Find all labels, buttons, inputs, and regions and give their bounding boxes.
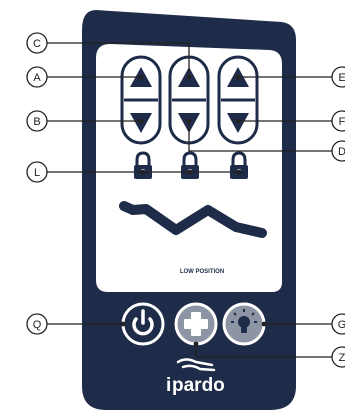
svg-text:Q: Q <box>33 319 42 331</box>
svg-text:A: A <box>33 72 41 84</box>
callout-e: E <box>331 66 345 88</box>
callout-b: B <box>26 110 48 132</box>
callout-q: Q <box>26 313 48 335</box>
callout-l: L <box>26 161 48 183</box>
callout-leaders <box>47 42 333 358</box>
bed-position-icon <box>119 201 267 238</box>
callout-z: Z <box>331 346 345 368</box>
callout-a: A <box>26 66 48 88</box>
callout-c: C <box>26 32 48 54</box>
callout-g: G <box>331 313 345 335</box>
position-label: LOW POSITION <box>180 269 224 275</box>
svg-text:F: F <box>339 116 345 128</box>
svg-text:L: L <box>34 167 40 179</box>
callout-dots <box>120 74 267 347</box>
light-button[interactable] <box>222 302 266 346</box>
power-button[interactable] <box>121 302 165 346</box>
pardo-logo-icon <box>176 358 216 372</box>
svg-text:D: D <box>338 146 345 158</box>
lightbulb-icon <box>231 309 257 333</box>
brand-name: pardo <box>172 375 225 396</box>
svg-text:B: B <box>33 116 40 128</box>
plus-cross-icon <box>184 312 208 336</box>
callout-d: D <box>331 140 345 162</box>
svg-text:Z: Z <box>339 352 345 364</box>
brand-prefix: i <box>166 375 171 396</box>
power-icon <box>132 309 154 336</box>
svg-text:G: G <box>338 319 345 331</box>
brand-logo: i pardo <box>166 358 225 396</box>
callout-f: F <box>331 110 345 132</box>
plus-button[interactable] <box>174 302 218 346</box>
svg-text:E: E <box>338 72 345 84</box>
svg-text:C: C <box>33 38 41 50</box>
